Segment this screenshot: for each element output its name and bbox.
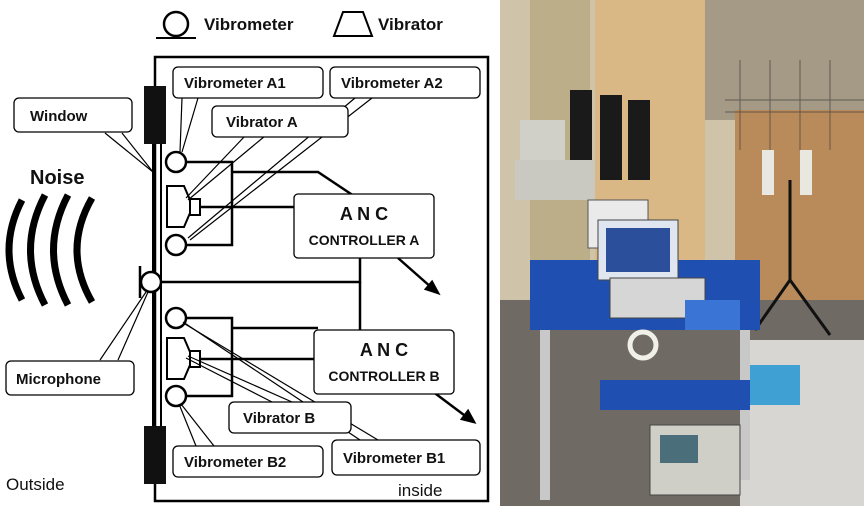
window-frame-bottom [144, 426, 166, 484]
legend-vibrometer-label: Vibrometer [204, 15, 294, 34]
vibrometer-a1-label: Vibrometer A1 [184, 75, 286, 92]
legend: Vibrometer Vibrator [156, 10, 443, 39]
outside-label: Outside [6, 475, 65, 494]
vibrometer-b1-label: Vibrometer B1 [343, 450, 445, 467]
vibrometer-a2-icon [164, 233, 188, 257]
controller-a-line2: CONTROLLER A [309, 232, 420, 248]
vibrometer-b2-label: Vibrometer B2 [184, 454, 286, 471]
controller-b-line1: A N C [360, 340, 408, 360]
noise-waves [5, 193, 96, 307]
wiring [161, 160, 362, 398]
controller-a-line1: A N C [340, 204, 388, 224]
legend-vibrator-label: Vibrator [378, 15, 443, 34]
controller-b-line2: CONTROLLER B [328, 368, 439, 384]
vibrator-b-label: Vibrator B [243, 410, 315, 427]
vibrometer-a1-icon [164, 150, 188, 174]
vibrometer-a2-label: Vibrometer A2 [341, 75, 443, 92]
anc-system-diagram: Vibrometer Vibrator Noise [5, 10, 490, 503]
window-label: Window [30, 108, 88, 125]
experimental-setup-photo [500, 0, 864, 506]
callout-boxes [5, 66, 481, 478]
vibrometer-legend-icon [162, 10, 190, 38]
noise-label: Noise [30, 167, 84, 189]
vibrator-a-icon [166, 185, 191, 228]
photo-speakers [570, 90, 650, 180]
photo-tripod [753, 180, 832, 336]
vibrometer-b2-icon [164, 384, 188, 408]
inside-label: inside [398, 481, 442, 500]
vibrator-a-label: Vibrator A [226, 114, 298, 131]
microphone-icon [139, 270, 163, 294]
vibrometer-b1-icon [164, 306, 188, 330]
microphone-label: Microphone [16, 371, 101, 388]
vibrator-legend-icon [332, 11, 374, 37]
output-arrows [397, 257, 477, 424]
window-frame-top [144, 86, 166, 144]
